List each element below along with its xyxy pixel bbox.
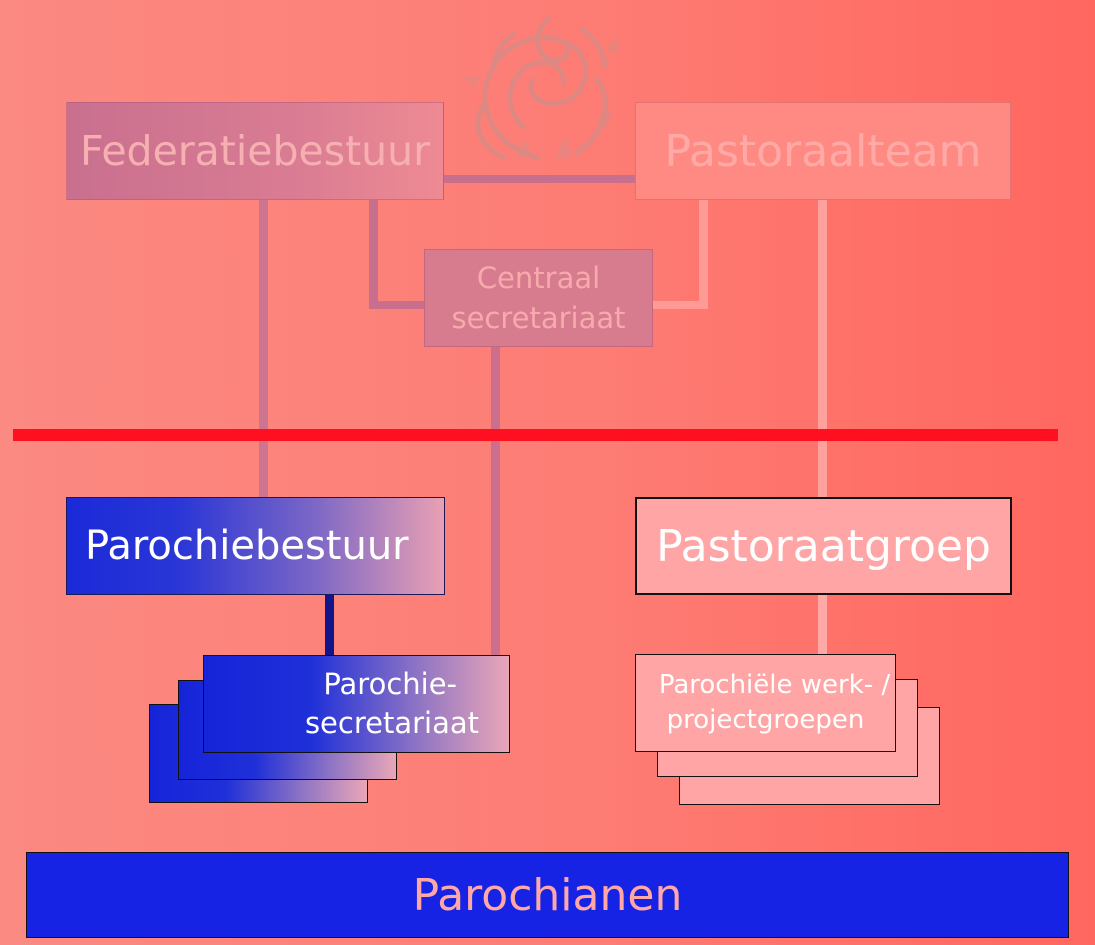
phoenix-logo-icon	[463, 15, 619, 161]
parochiesecretariaat-label-line1: Parochie-	[323, 667, 457, 701]
parochianen-bar: Parochianen	[26, 852, 1069, 938]
centraal-secretariaat-label-line1: Centraal	[476, 261, 601, 295]
parochiebestuur-label: Parochiebestuur	[85, 523, 409, 569]
connector-pas-cen-vert	[699, 199, 708, 309]
connector-fed-cen-vert	[369, 199, 378, 309]
connector-cen-down	[491, 346, 500, 656]
federatiebestuur-label: Federatiebestuur	[79, 127, 430, 175]
connector-pas-down	[818, 199, 827, 499]
connector-fed-pas	[443, 175, 635, 183]
connector-fed-down	[259, 199, 268, 499]
pastoraalteam-box: Pastoraalteam	[635, 102, 1011, 200]
parochiesecretariaat-box: Parochie- secretariaat	[203, 655, 510, 753]
werkgroepen-box: Parochiële werk- / projectgroepen	[635, 654, 896, 752]
divider-line	[13, 429, 1058, 441]
pastoraatgroep-box: Pastoraatgroep	[635, 497, 1012, 595]
parochiebestuur-box: Parochiebestuur	[66, 497, 445, 595]
connector-pg-pw	[818, 594, 827, 656]
connector-fed-cen-horiz	[369, 301, 425, 309]
parochiesecretariaat-label-line2: secretariaat	[304, 706, 479, 740]
parochianen-label: Parochianen	[412, 869, 683, 921]
centraal-secretariaat-box: Centraal secretariaat	[424, 249, 653, 347]
connector-pb-ps	[325, 594, 334, 656]
werkgroepen-label-line1: Parochiële werk- /	[658, 670, 891, 700]
werkgroepen-label-line2: projectgroepen	[666, 705, 865, 735]
connector-pas-cen-horiz	[652, 301, 708, 309]
federatiebestuur-box: Federatiebestuur	[66, 102, 444, 200]
pastoraatgroep-label: Pastoraatgroep	[656, 520, 991, 572]
pastoraalteam-label: Pastoraalteam	[664, 125, 982, 177]
centraal-secretariaat-label-line2: secretariaat	[451, 301, 626, 335]
